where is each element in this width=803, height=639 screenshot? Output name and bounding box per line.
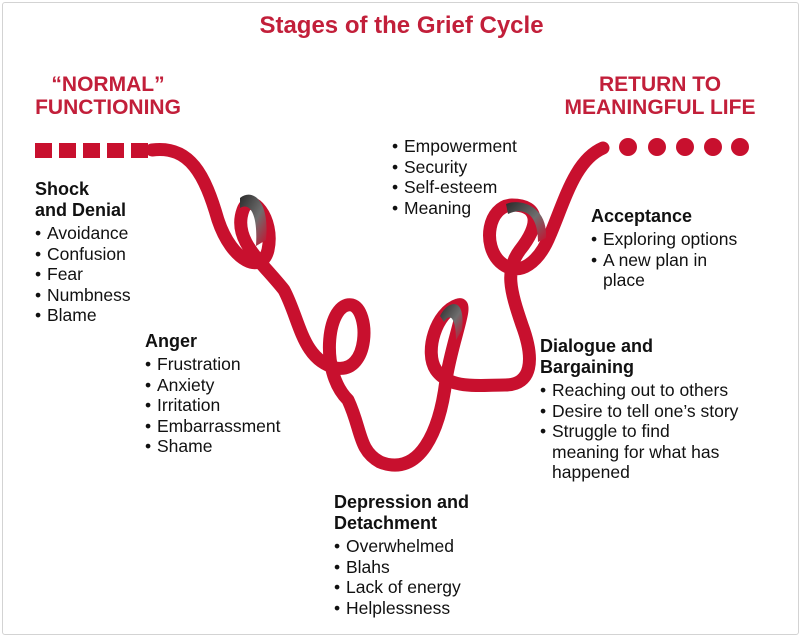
stage-item-list: Empowerment Security Self-esteem Meaning [392, 136, 517, 218]
dot-marker [731, 138, 749, 156]
list-item: Anxiety [145, 375, 281, 396]
list-item: Empowerment [392, 136, 517, 157]
stage-item-list: Frustration Anxiety Irritation Embarrass… [145, 354, 281, 457]
stage-shock-denial: Shock and Denial Avoidance Confusion Fea… [35, 179, 131, 326]
list-item: Frustration [145, 354, 281, 375]
start-label: “NORMAL” FUNCTIONING [28, 73, 188, 119]
list-item: Struggle to find [540, 421, 738, 442]
dot-marker [704, 138, 722, 156]
stage-dialogue-bargaining: Dialogue and Bargaining Reaching out to … [540, 336, 738, 483]
list-item: Exploring options [591, 229, 737, 250]
end-label: RETURN TO MEANINGFUL LIFE [560, 73, 760, 119]
normal-squares [35, 143, 148, 158]
ribbon-twist [240, 194, 267, 246]
return-dots [619, 138, 749, 156]
list-item: A new plan in [591, 250, 737, 271]
list-item-continuation: place [603, 270, 645, 291]
list-item: Reaching out to others [540, 380, 738, 401]
stage-item-list: Avoidance Confusion Fear Numbness Blame [35, 223, 131, 326]
list-item: Blahs [334, 557, 469, 578]
list-item: Overwhelmed [334, 536, 469, 557]
stage-depression-detachment: Depression and Detachment Overwhelmed Bl… [334, 492, 469, 618]
end-label-line1: RETURN TO [598, 73, 722, 96]
stage-heading: Dialogue and [540, 336, 654, 356]
stage-item-list: Reaching out to others Desire to tell on… [540, 380, 738, 483]
list-item: Shame [145, 436, 281, 457]
list-item: Embarrassment [145, 416, 281, 437]
dot-marker [648, 138, 666, 156]
stage-heading: Acceptance [591, 206, 693, 226]
list-item: Confusion [35, 244, 131, 265]
list-item: Fear [35, 264, 131, 285]
stage-acceptance: Acceptance Exploring options A new plan … [591, 206, 737, 291]
stage-anger: Anger Frustration Anxiety Irritation Emb… [145, 331, 281, 457]
ribbon-twist [506, 202, 547, 242]
square-marker [59, 143, 76, 158]
dot-marker [619, 138, 637, 156]
start-label-line1: “NORMAL” [51, 73, 165, 96]
list-item: Numbness [35, 285, 131, 306]
list-item: Self-esteem [392, 177, 517, 198]
square-marker [35, 143, 52, 158]
stage-heading: Shock [35, 179, 90, 199]
list-item: Avoidance [35, 223, 131, 244]
list-item: Security [392, 157, 517, 178]
stage-heading: and Denial [35, 200, 127, 220]
stage-heading: Anger [145, 331, 198, 351]
start-label-line2: FUNCTIONING [35, 96, 181, 119]
list-item: Meaning [392, 198, 517, 219]
square-marker [131, 143, 148, 158]
list-item: Blame [35, 305, 131, 326]
list-item: Irritation [145, 395, 281, 416]
square-marker [107, 143, 124, 158]
stage-heading: Depression and [334, 492, 470, 512]
stage-heading: Detachment [334, 513, 438, 533]
list-item: Desire to tell one’s story [540, 401, 738, 422]
list-item-continuation: meaning for what has [552, 441, 720, 462]
diagram-title: Stages of the Grief Cycle [259, 12, 544, 39]
list-item: Helplessness [334, 598, 469, 619]
stage-item-list: Overwhelmed Blahs Lack of energy Helples… [334, 536, 469, 618]
ribbon-twist [440, 304, 463, 340]
stage-empowerment: Empowerment Security Self-esteem Meaning [392, 136, 517, 218]
stage-heading: Bargaining [540, 357, 635, 377]
stage-item-list: Exploring options A new plan in place [591, 229, 737, 291]
dot-marker [676, 138, 694, 156]
end-label-line2: MEANINGFUL LIFE [564, 96, 756, 119]
list-item-continuation: happened [552, 462, 630, 483]
list-item: Lack of energy [334, 577, 469, 598]
square-marker [83, 143, 100, 158]
